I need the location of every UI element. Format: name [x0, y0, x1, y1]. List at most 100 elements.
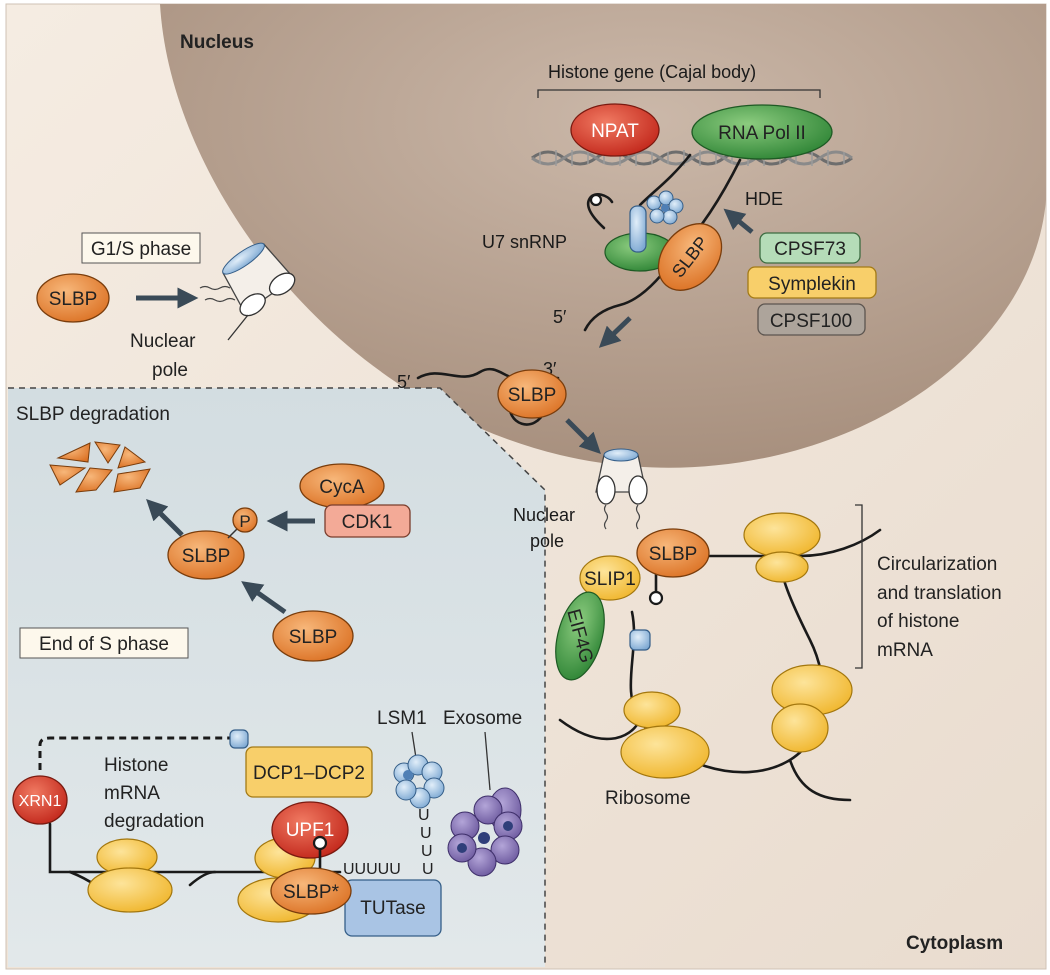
rna-pol-ii-label: RNA Pol II	[718, 123, 806, 144]
slbp-processed	[497, 369, 567, 419]
tutase-label: TUTase	[360, 898, 425, 919]
exosome-label: Exosome	[443, 708, 522, 729]
cpsf73-label: CPSF73	[774, 239, 846, 260]
nuclear-pole-right-1: Nuclear	[513, 505, 575, 525]
nuclear-pole-right-2: pole	[530, 531, 564, 551]
nuclear-pole-left-2: pole	[152, 360, 188, 381]
uuuuu-label: UUUUU	[343, 861, 401, 878]
rna-pol-ii-protein	[691, 104, 833, 160]
g1s-box	[81, 232, 201, 264]
nuclear-pore-export	[595, 448, 648, 530]
lsm1-ring	[393, 754, 445, 809]
histone-gene-label: Histone gene (Cajal body)	[548, 62, 756, 82]
eif4g-protein	[555, 591, 605, 681]
circ-label-2: and translation	[877, 583, 1002, 604]
xrn1-protein	[12, 775, 68, 825]
upf1-label: UPF1	[286, 820, 335, 841]
xrn1-label: XRN1	[19, 793, 62, 810]
ribosome-top	[743, 512, 821, 583]
phospho-bond	[227, 527, 239, 539]
exosome-complex	[447, 787, 523, 877]
processing-arrow	[598, 316, 632, 348]
dcp-label: DCP1–DCP2	[253, 763, 365, 784]
ribosome-bottom	[620, 691, 710, 779]
cap-square	[229, 729, 249, 749]
stem-loop-head-2	[648, 590, 664, 606]
nucleus-label: Nucleus	[180, 32, 254, 53]
stem-loop	[586, 193, 614, 230]
symplekin-label: Symplekin	[768, 274, 856, 295]
ribosome-label: Ribosome	[605, 788, 691, 809]
rna-strand	[638, 153, 692, 207]
degradation-arrow	[146, 499, 184, 537]
slbp-processed-label: SLBP	[508, 385, 557, 406]
slbp-unphospho-label: SLBP	[289, 627, 338, 648]
slbp-phospho	[167, 530, 245, 580]
hist-deg-3: degradation	[104, 811, 204, 832]
mrna-tail-2	[788, 758, 852, 802]
slbp-star-label: SLBP*	[283, 882, 340, 903]
npat-label: NPAT	[591, 121, 639, 142]
hde-arrow	[723, 208, 754, 234]
mrna-tail	[558, 718, 642, 741]
circ-label-1: Circularization	[877, 554, 997, 575]
pole-leader	[227, 314, 249, 341]
cpsf73-box	[759, 232, 861, 264]
cdk1-box	[324, 504, 411, 538]
slbp-bound-nucleus	[657, 223, 723, 291]
u7-label: U7 snRNP	[482, 232, 567, 252]
cyca-label: CycA	[319, 477, 365, 498]
u-2: U	[420, 825, 432, 842]
slip1-protein	[579, 555, 641, 601]
exosome-leader	[484, 731, 491, 791]
stem-loop-head-deg	[312, 835, 328, 851]
slbp-unphospho	[272, 610, 354, 662]
phosphate-circle	[232, 507, 258, 533]
stem-loop-head	[589, 193, 603, 207]
slbp-import	[36, 273, 110, 323]
five-prime-lower: 5′	[397, 372, 411, 392]
slbp-import-label: SLBP	[49, 289, 98, 310]
slip1-label: SLIP1	[584, 569, 636, 590]
upf1-protein	[271, 801, 349, 859]
phosphate-label: P	[239, 512, 250, 531]
slbp-translation-label: SLBP	[649, 544, 698, 565]
nascent-rna	[583, 158, 742, 332]
slbp-degradation-title: SLBP degradation	[16, 404, 170, 425]
cdk1-label: CDK1	[342, 512, 393, 533]
hde-label: HDE	[745, 189, 783, 209]
mrna-tail-mid	[188, 870, 217, 887]
u7-sm-ring	[646, 190, 684, 225]
ribosome-right	[771, 664, 853, 753]
npat-protein	[570, 103, 660, 157]
hist-deg-2: mRNA	[104, 783, 160, 804]
histone-gene-bracket	[537, 89, 821, 98]
nuclear-pole-left-1: Nuclear	[130, 331, 196, 352]
u-3: U	[421, 843, 433, 860]
degraded-slbp-fragments	[49, 441, 151, 493]
slbp-translation	[636, 528, 710, 578]
export-arrow	[565, 418, 601, 454]
slbp-phospho-label: SLBP	[182, 546, 231, 567]
nuclear-pore-import	[222, 242, 296, 317]
circ-label-4: mRNA	[877, 640, 933, 661]
dashed-link	[38, 736, 230, 770]
tutase-box	[344, 879, 442, 937]
lsm1-leader	[411, 731, 417, 759]
u7-rod	[629, 205, 647, 253]
pore-filaments	[199, 285, 236, 303]
circ-bracket	[855, 504, 863, 669]
five-prime-upper: 5′	[553, 307, 567, 327]
slbp-star-protein	[270, 867, 352, 915]
u-1: U	[418, 807, 430, 824]
cpsf100-label: CPSF100	[770, 311, 852, 332]
cpsf100-box	[757, 303, 866, 336]
end-s-label: End of S phase	[39, 634, 169, 655]
lsm1-label: LSM1	[377, 708, 427, 729]
hist-deg-1: Histone	[104, 755, 168, 776]
u-4: U	[422, 861, 434, 878]
dcp-box	[245, 746, 373, 798]
cytoplasm-label: Cytoplasm	[906, 933, 1003, 954]
cap-binding	[629, 629, 651, 651]
